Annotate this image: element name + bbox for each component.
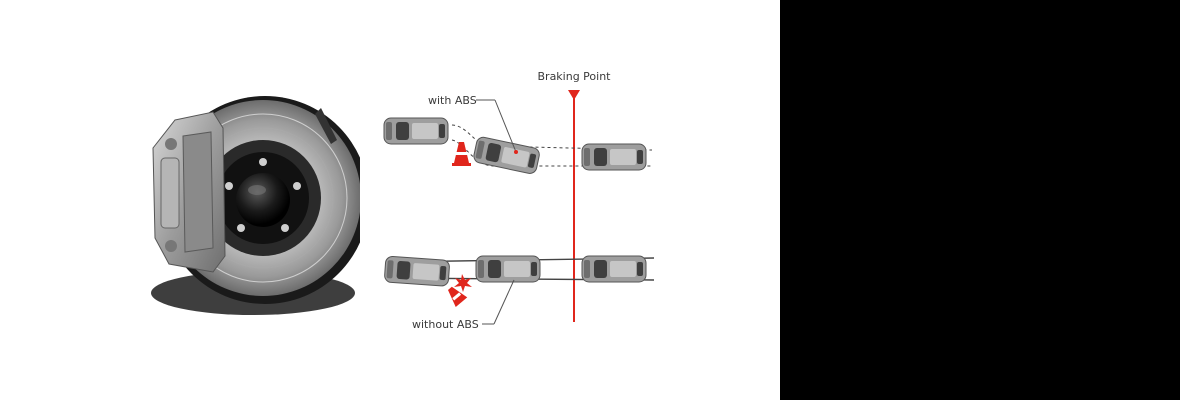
knocked-cone-icon (448, 286, 468, 308)
car-top-view-icon (581, 255, 647, 283)
car-top-view-icon (475, 255, 541, 283)
braking-point-marker-icon (568, 90, 580, 100)
braking-point-label: Braking Point (538, 70, 612, 83)
with-abs-leader-dot (514, 150, 518, 154)
car-top-view-icon (383, 117, 449, 145)
without-abs-leader (493, 279, 515, 325)
car-top-view-icon (581, 143, 647, 171)
traffic-cone-icon (452, 142, 471, 166)
with-abs-leader (494, 99, 517, 153)
abs-braking-diagram: Braking Point with ABS without AB (383, 70, 655, 331)
disc-brake-assembly-icon (151, 96, 360, 315)
car-top-view-icon (472, 135, 542, 176)
abs-illustration-panel: Braking Point with ABS without AB (0, 0, 780, 400)
side-black-panel (780, 0, 1180, 400)
without-abs-label: without ABS (412, 318, 479, 331)
impact-burst-icon (454, 274, 472, 292)
car-top-view-icon (383, 255, 451, 287)
with-abs-label: with ABS (428, 94, 477, 107)
